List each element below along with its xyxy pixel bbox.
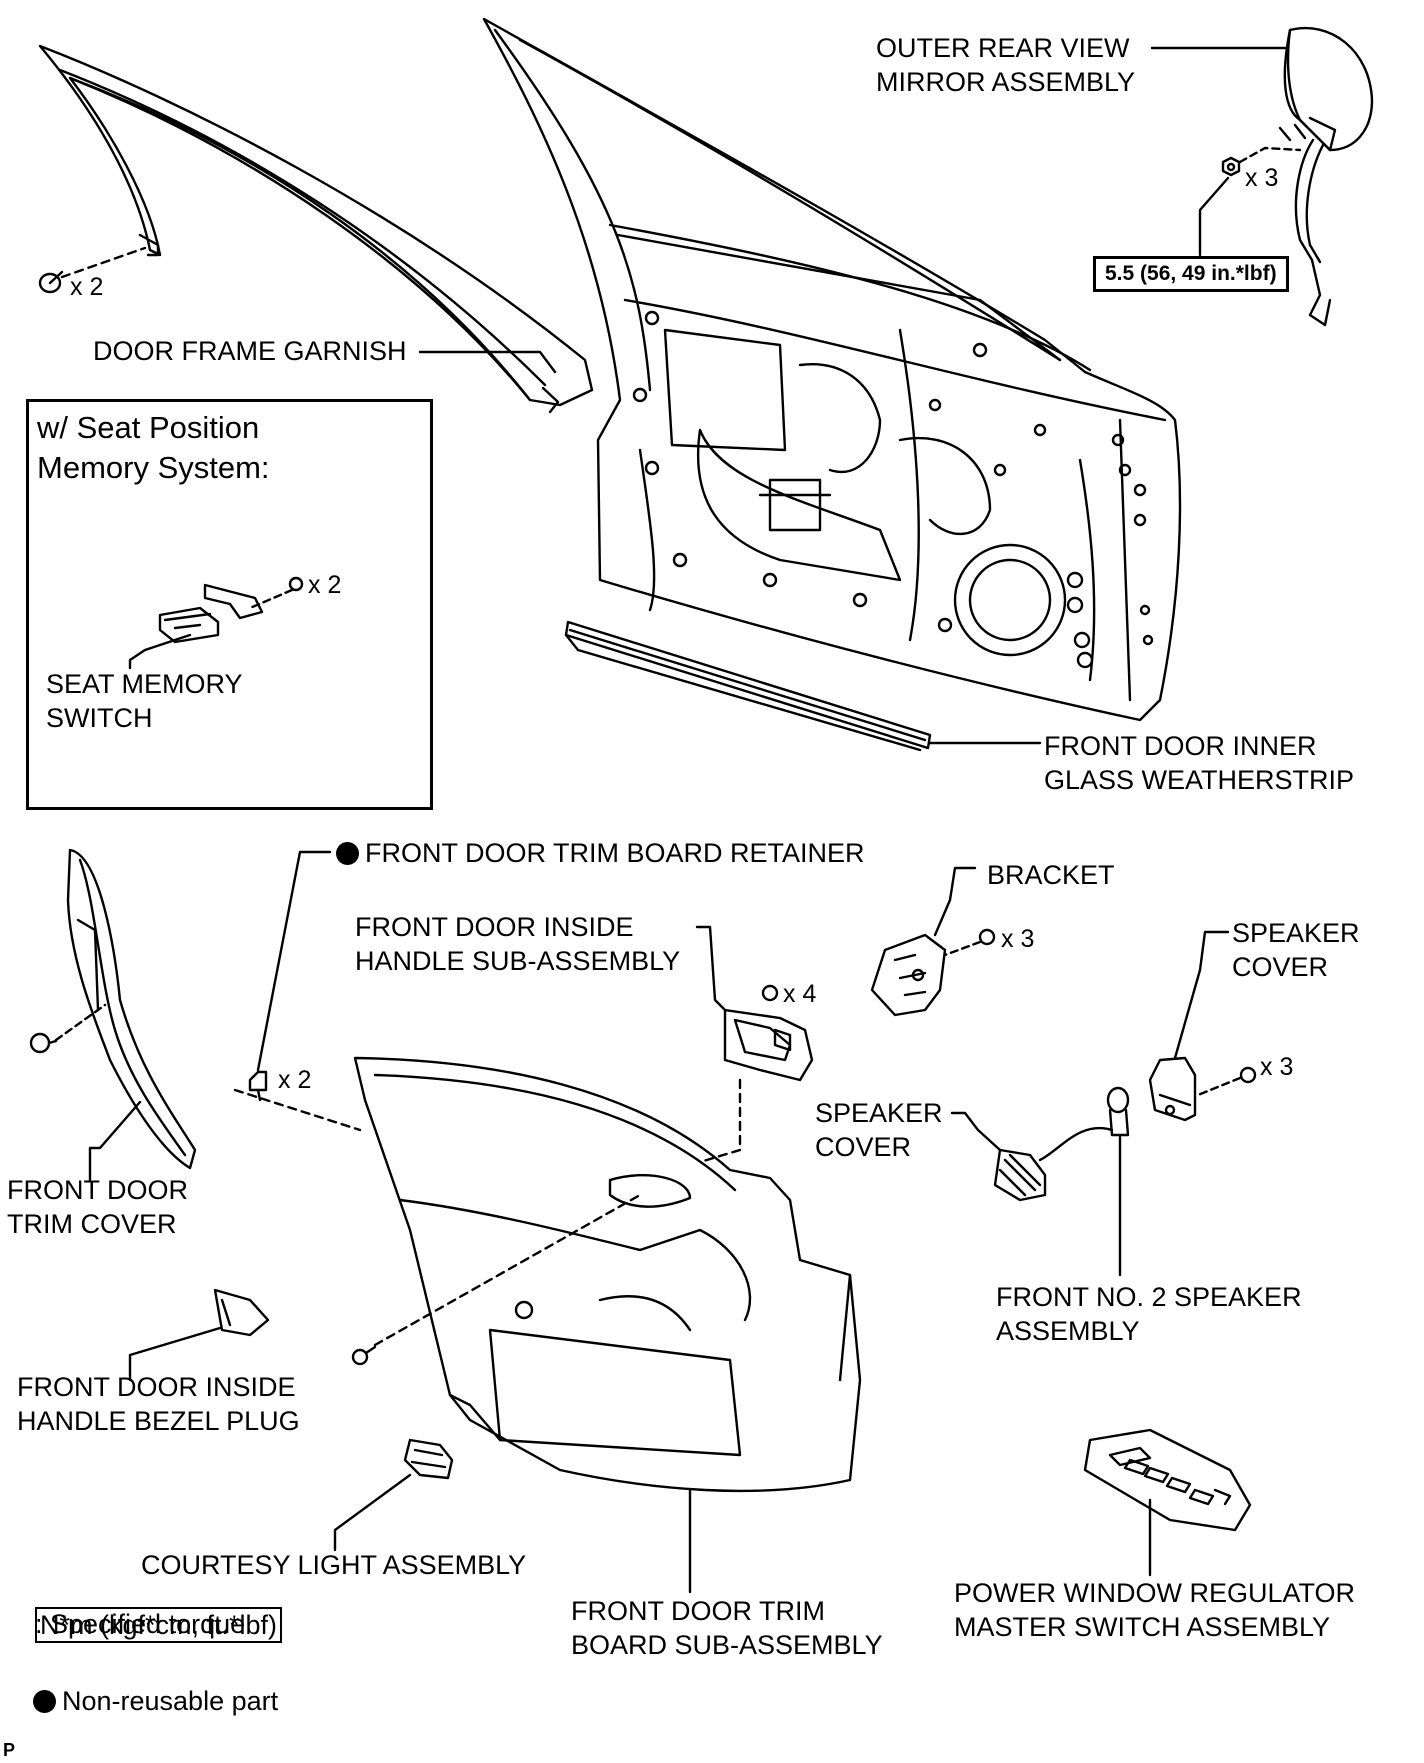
courtesy-light-leader [333,1473,412,1552]
door-frame-garnish-part [38,44,594,414]
torque-value-box: 5.5 (56, 49 in.*lbf) [1093,256,1289,292]
speaker-screw-leader [1196,1076,1242,1097]
speaker-screw-qty: x 3 [1260,1053,1294,1081]
inset-title: w/ Seat Position Memory System: [37,410,270,485]
courtesy-light-label: COURTESY LIGHT ASSEMBLY [141,1550,527,1580]
bracket-screw-icon [978,928,996,946]
seat-memory-switch-part [158,583,264,644]
torque-legend-text: : Specified torque [35,1609,246,1639]
handle-to-board-leader [698,1078,742,1164]
corner-mark: P [3,1740,16,1760]
speaker-cover-right-leader [1173,930,1230,1060]
speaker-cover-right-part [1148,1056,1197,1122]
garnish-clip-leader [60,246,147,279]
torque-legend: N*m (kgf*cm, ft.*lbf): Specified torque [35,1607,283,1643]
handle-screw-icon [761,984,779,1002]
handle-screw-qty: x 4 [783,980,817,1008]
non-reusable-legend-icon [33,1690,56,1713]
no2-speaker-part [1038,1086,1130,1162]
bracket-screw-leader [943,940,982,957]
power-window-switch-part [1083,1428,1252,1532]
retainer-leader [233,1088,362,1132]
door-holes [632,310,1154,669]
torque-leader [1198,176,1230,257]
non-reusable-legend: Non-reusable part [33,1684,278,1718]
memory-switch-leader [128,633,192,670]
bezel-plug-leader [128,1326,222,1382]
retainer-label-leader [256,850,332,1072]
memory-screw-icon [288,576,304,592]
inner-glass-weatherstrip-part [564,620,932,752]
courtesy-light-part [403,1438,454,1480]
trim-board-screw-leader [373,1193,642,1347]
bracket-label: BRACKET [987,860,1115,890]
trim-cover-label-leader [88,1100,142,1182]
mirror-nut-leader [1238,146,1302,164]
trim-board-retainer-label: FRONT DOOR TRIM BOARD RETAINER [336,836,865,870]
handle-label-leader [695,925,727,1012]
memory-screw-leader [248,588,294,610]
door-frame-garnish-label: DOOR FRAME GARNISH [93,336,407,366]
non-reusable-bullet-icon [336,842,359,865]
torque-unit-box: N*m (kgf*cm, ft.*lbf) [35,1607,283,1643]
bracket-screw-qty: x 3 [1001,925,1035,953]
trim-board-retainer-icon [248,1070,268,1102]
inside-handle-part [723,1008,814,1082]
mirror-nut-icon [1221,156,1241,177]
trim-cover-clip-leader [54,1003,107,1042]
outer-mirror-part [1278,27,1374,327]
speaker-screw-icon [1239,1066,1257,1084]
trim-cover-clip-icon [29,1032,58,1054]
front-door-panel-part [482,17,1182,722]
garnish-clip-qty: x 2 [70,273,104,301]
mirror-nut-qty: x 3 [1245,164,1279,192]
bracket-label-leader [933,866,977,937]
retainer-qty: x 2 [278,1066,312,1094]
trim-board-screw-icon [351,1345,377,1366]
seat-memory-inset: w/ Seat Position Memory System: [26,399,433,810]
speaker-cover-left-part [993,1148,1047,1202]
bracket-part [870,933,947,1017]
speaker-cover-left-leader [950,1111,1002,1152]
garnish-clip-icon [38,270,64,294]
front-door-trim-cover-part [66,848,197,1170]
front-door-trim-board-part [353,1056,862,1493]
memory-screw-qty: x 2 [308,571,342,599]
garnish-label-leader [418,350,557,374]
bezel-plug-part [213,1288,270,1337]
